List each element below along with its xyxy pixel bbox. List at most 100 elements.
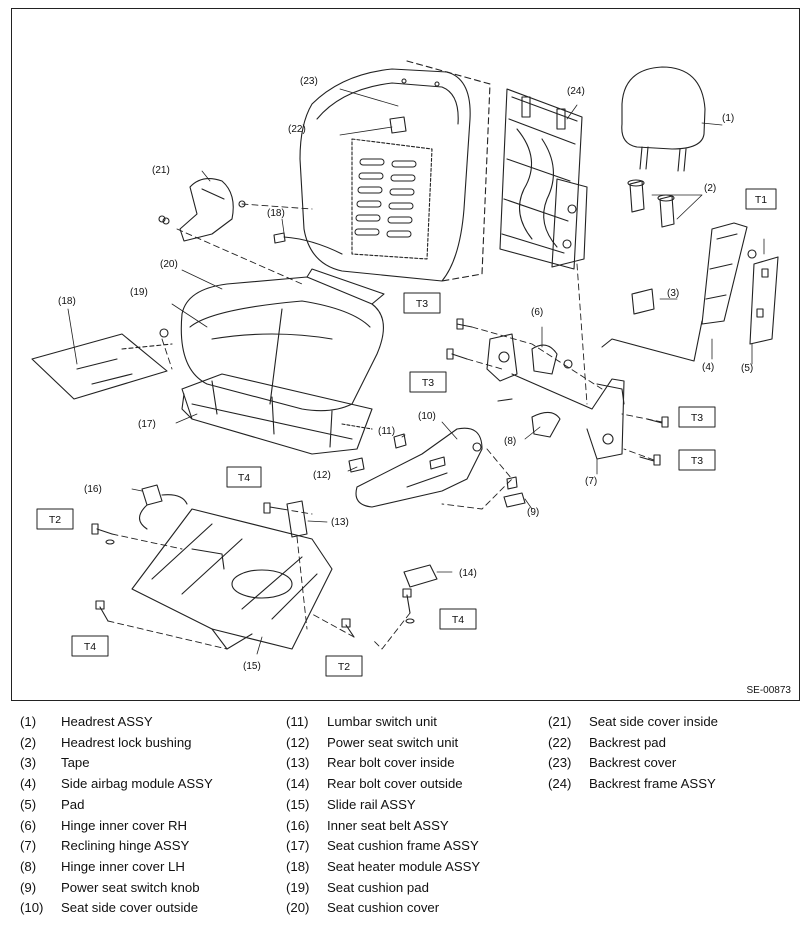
callout-23: (23) (300, 76, 318, 87)
legend-item-name: Reclining hinge ASSY (61, 838, 190, 854)
callout-labels: (1) (2) (3) (4) (5) (6) (7) (8) (9) (10)… (58, 76, 753, 672)
legend-item-number: (23) (548, 755, 572, 771)
callout-9: (9) (527, 507, 539, 518)
legend-item-name: Power seat switch knob (61, 879, 200, 895)
legend-item-number: (14) (286, 776, 310, 792)
seat-heater-part (31, 328, 173, 400)
legend-item-number: (18) (286, 858, 310, 874)
torque-t4-left: T4 (84, 641, 96, 653)
torque-t2-bottom: T2 (338, 661, 350, 673)
legend-item-number: (20) (286, 900, 310, 916)
legend-item-number: (11) (286, 714, 309, 729)
exploded-seat-diagram: T1 T3 T3 T3 T3 T4 T2 T4 T2 T4 (1) (2) (3… (11, 8, 800, 701)
callout-21: (21) (152, 165, 170, 176)
legend-item-number: (22) (548, 734, 572, 750)
legend-item-number: (1) (20, 714, 37, 729)
torque-boxes (36, 188, 777, 677)
callout-18-left: (18) (58, 296, 76, 307)
callout-6: (6) (531, 307, 543, 318)
callout-2: (2) (704, 183, 716, 194)
legend-item-number: (24) (548, 776, 572, 792)
legend-item-number: (3) (20, 755, 37, 771)
legend-item-name: Lumbar switch unit (327, 714, 437, 729)
legend-item-number: (9) (20, 879, 37, 895)
rear-bolt-cover-inside-part (286, 500, 308, 538)
side-airbag-part (601, 222, 779, 362)
legend-item-number: (8) (20, 858, 37, 874)
leader-lines (67, 88, 765, 655)
legend-item-number: (10) (20, 900, 44, 916)
parts-legend: (1)Headrest ASSY(2)Headrest lock bushing… (0, 712, 810, 926)
callout-1: (1) (722, 113, 734, 124)
callout-17: (17) (138, 419, 156, 430)
torque-t3-right-lower: T3 (691, 455, 703, 467)
legend-item-name: Backrest frame ASSY (589, 776, 716, 792)
legend-item-name: Backrest cover (589, 755, 677, 771)
legend-item-name: Slide rail ASSY (327, 796, 416, 812)
callout-16: (16) (84, 484, 102, 495)
legend-item-number: (19) (286, 879, 310, 895)
torque-labels: T1 T3 T3 T3 T3 T4 T2 T4 T2 T4 (49, 194, 767, 673)
legend-item-number: (4) (20, 776, 37, 792)
legend-item-name: Seat heater module ASSY (327, 858, 481, 874)
cushion-frame-part (181, 373, 373, 455)
legend-item-number: (7) (20, 838, 37, 854)
power-seat-switch-part (348, 457, 365, 473)
callout-3: (3) (667, 288, 679, 299)
switch-knob-part (506, 476, 518, 490)
legend-item-name: Rear bolt cover outside (327, 776, 463, 792)
callout-11: (11) (378, 426, 395, 437)
legend-item-name: Rear bolt cover inside (327, 755, 455, 771)
inner-belt-part (138, 484, 188, 530)
callout-22: (22) (288, 124, 306, 135)
callout-14: (14) (459, 568, 477, 579)
torque-t3-middle: T3 (422, 377, 434, 389)
figure-code: SE-00873 (746, 685, 791, 696)
torque-t3-upper: T3 (416, 298, 428, 310)
heater-connector (273, 232, 286, 244)
legend-item-name: Seat side cover inside (589, 714, 719, 729)
lumbar-switch-part (393, 433, 407, 449)
callout-13: (13) (331, 517, 349, 528)
legend-item-number: (13) (286, 755, 310, 771)
legend-item-name: Seat cushion frame ASSY (327, 838, 479, 854)
legend-item-number: (21) (548, 714, 572, 729)
callout-18-top: (18) (267, 208, 285, 219)
legend-item-number: (15) (286, 796, 310, 812)
legend-item-name: Tape (61, 755, 90, 771)
legend-item-name: Seat cushion cover (327, 900, 440, 916)
legend-item-name: Side airbag module ASSY (61, 776, 213, 792)
legend-item-name: Seat cushion pad (327, 879, 429, 895)
rear-bolt-cover-outside-part (403, 564, 438, 588)
legend-item-name: Pad (61, 796, 85, 812)
callout-19: (19) (130, 287, 148, 298)
callout-15: (15) (243, 661, 261, 672)
diagram-drawing: T1 T3 T3 T3 T3 T4 T2 T4 T2 T4 (1) (2) (3… (31, 60, 779, 677)
switch-knob-part-2 (503, 492, 526, 508)
headrest-part (621, 66, 706, 228)
callout-5: (5) (741, 363, 753, 374)
torque-t4-top: T4 (238, 472, 250, 484)
torque-t3-right-upper: T3 (691, 412, 703, 424)
legend-item-number: (16) (286, 817, 310, 833)
callout-8: (8) (504, 436, 516, 447)
legend-item-number: (17) (286, 838, 310, 854)
legend-item-name: Headrest lock bushing (61, 734, 192, 750)
torque-t4-right: T4 (452, 614, 464, 626)
callout-7: (7) (585, 476, 597, 487)
callout-10: (10) (418, 411, 436, 422)
assembly-lines (107, 203, 663, 650)
backrest-pad-outline (406, 60, 491, 282)
legend-item-name: Backrest pad (589, 734, 666, 750)
heater-wire (283, 236, 343, 255)
side-cover-outside-part (355, 427, 483, 508)
side-cover-inside-part (158, 178, 246, 242)
callout-4: (4) (702, 362, 714, 373)
callout-24: (24) (567, 86, 585, 97)
callout-12: (12) (313, 470, 331, 481)
legend-item-number: (2) (20, 734, 37, 750)
torque-t1: T1 (755, 194, 767, 206)
seat-cushion-part (180, 268, 385, 412)
legend-item-number: (6) (20, 817, 37, 833)
legend-item-name: Power seat switch unit (327, 734, 459, 750)
